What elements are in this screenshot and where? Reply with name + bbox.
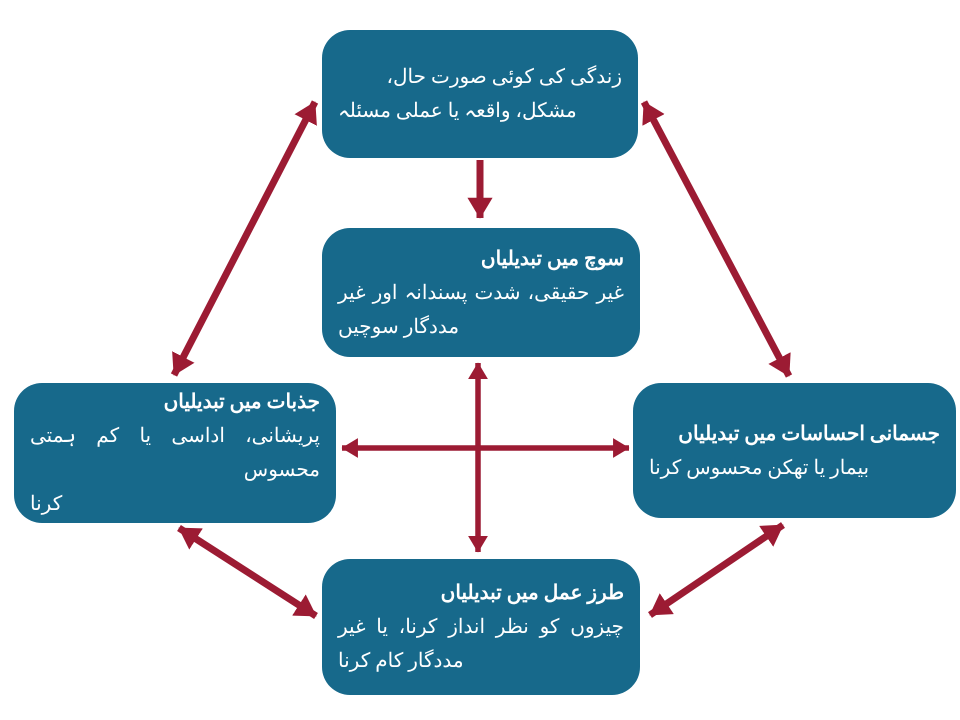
thoughts-title: سوچ میں تبدیلیاں [480,247,624,270]
feelings-body-line-2: کرنا [30,493,63,515]
thoughts-body-line-1: غیر حقیقی، شدت پسندانہ اور غیر [338,281,624,304]
behaviour-body-line-1: چیزوں کو نظر انداز کرنا، یا غیر [338,616,624,638]
arrow-situation-physical [640,100,793,378]
box-life-situation: زندگی کی کوئی صورت حال، مشکل، واقعہ یا ع… [322,30,638,158]
thoughts-body-line-2: مددگار سوچیں [338,315,460,338]
box-changes-in-behaviour: طرز عمل میں تبدیلیاں چیزوں کو نظر انداز … [322,559,640,695]
behaviour-body-line-2: مددگار کام کرنا [338,650,464,672]
physical-body-line-1: بیمار یا تھکن محسوس کرنا [649,456,870,479]
situation-line-1: زندگی کی کوئی صورت حال، [386,66,622,88]
arrow-feelings-behaviour [177,525,318,619]
behaviour-title: طرز عمل میں تبدیلیاں [440,582,624,604]
feelings-title: جذبات میں تبدیلیاں [163,391,320,413]
arrow-physical-behaviour [648,522,785,618]
situation-line-2: مشکل، واقعہ یا عملی مسئلہ [338,100,577,122]
box-changes-in-emotions: جذبات میں تبدیلیاں پریشانی، اداسی یا کم … [14,383,336,523]
physical-title: جسمانی احساسات میں تبدیلیاں [678,422,940,445]
box-changes-in-thinking: سوچ میں تبدیلیاں غیر حقیقی، شدت پسندانہ … [322,228,640,357]
arrow-situation-feelings [170,100,319,377]
box-changes-in-physical-sensations: جسمانی احساسات میں تبدیلیاں بیمار یا تھک… [633,383,956,518]
feelings-body-line-1: پریشانی، اداسی یا کم ہمتی محسوس [30,425,320,481]
